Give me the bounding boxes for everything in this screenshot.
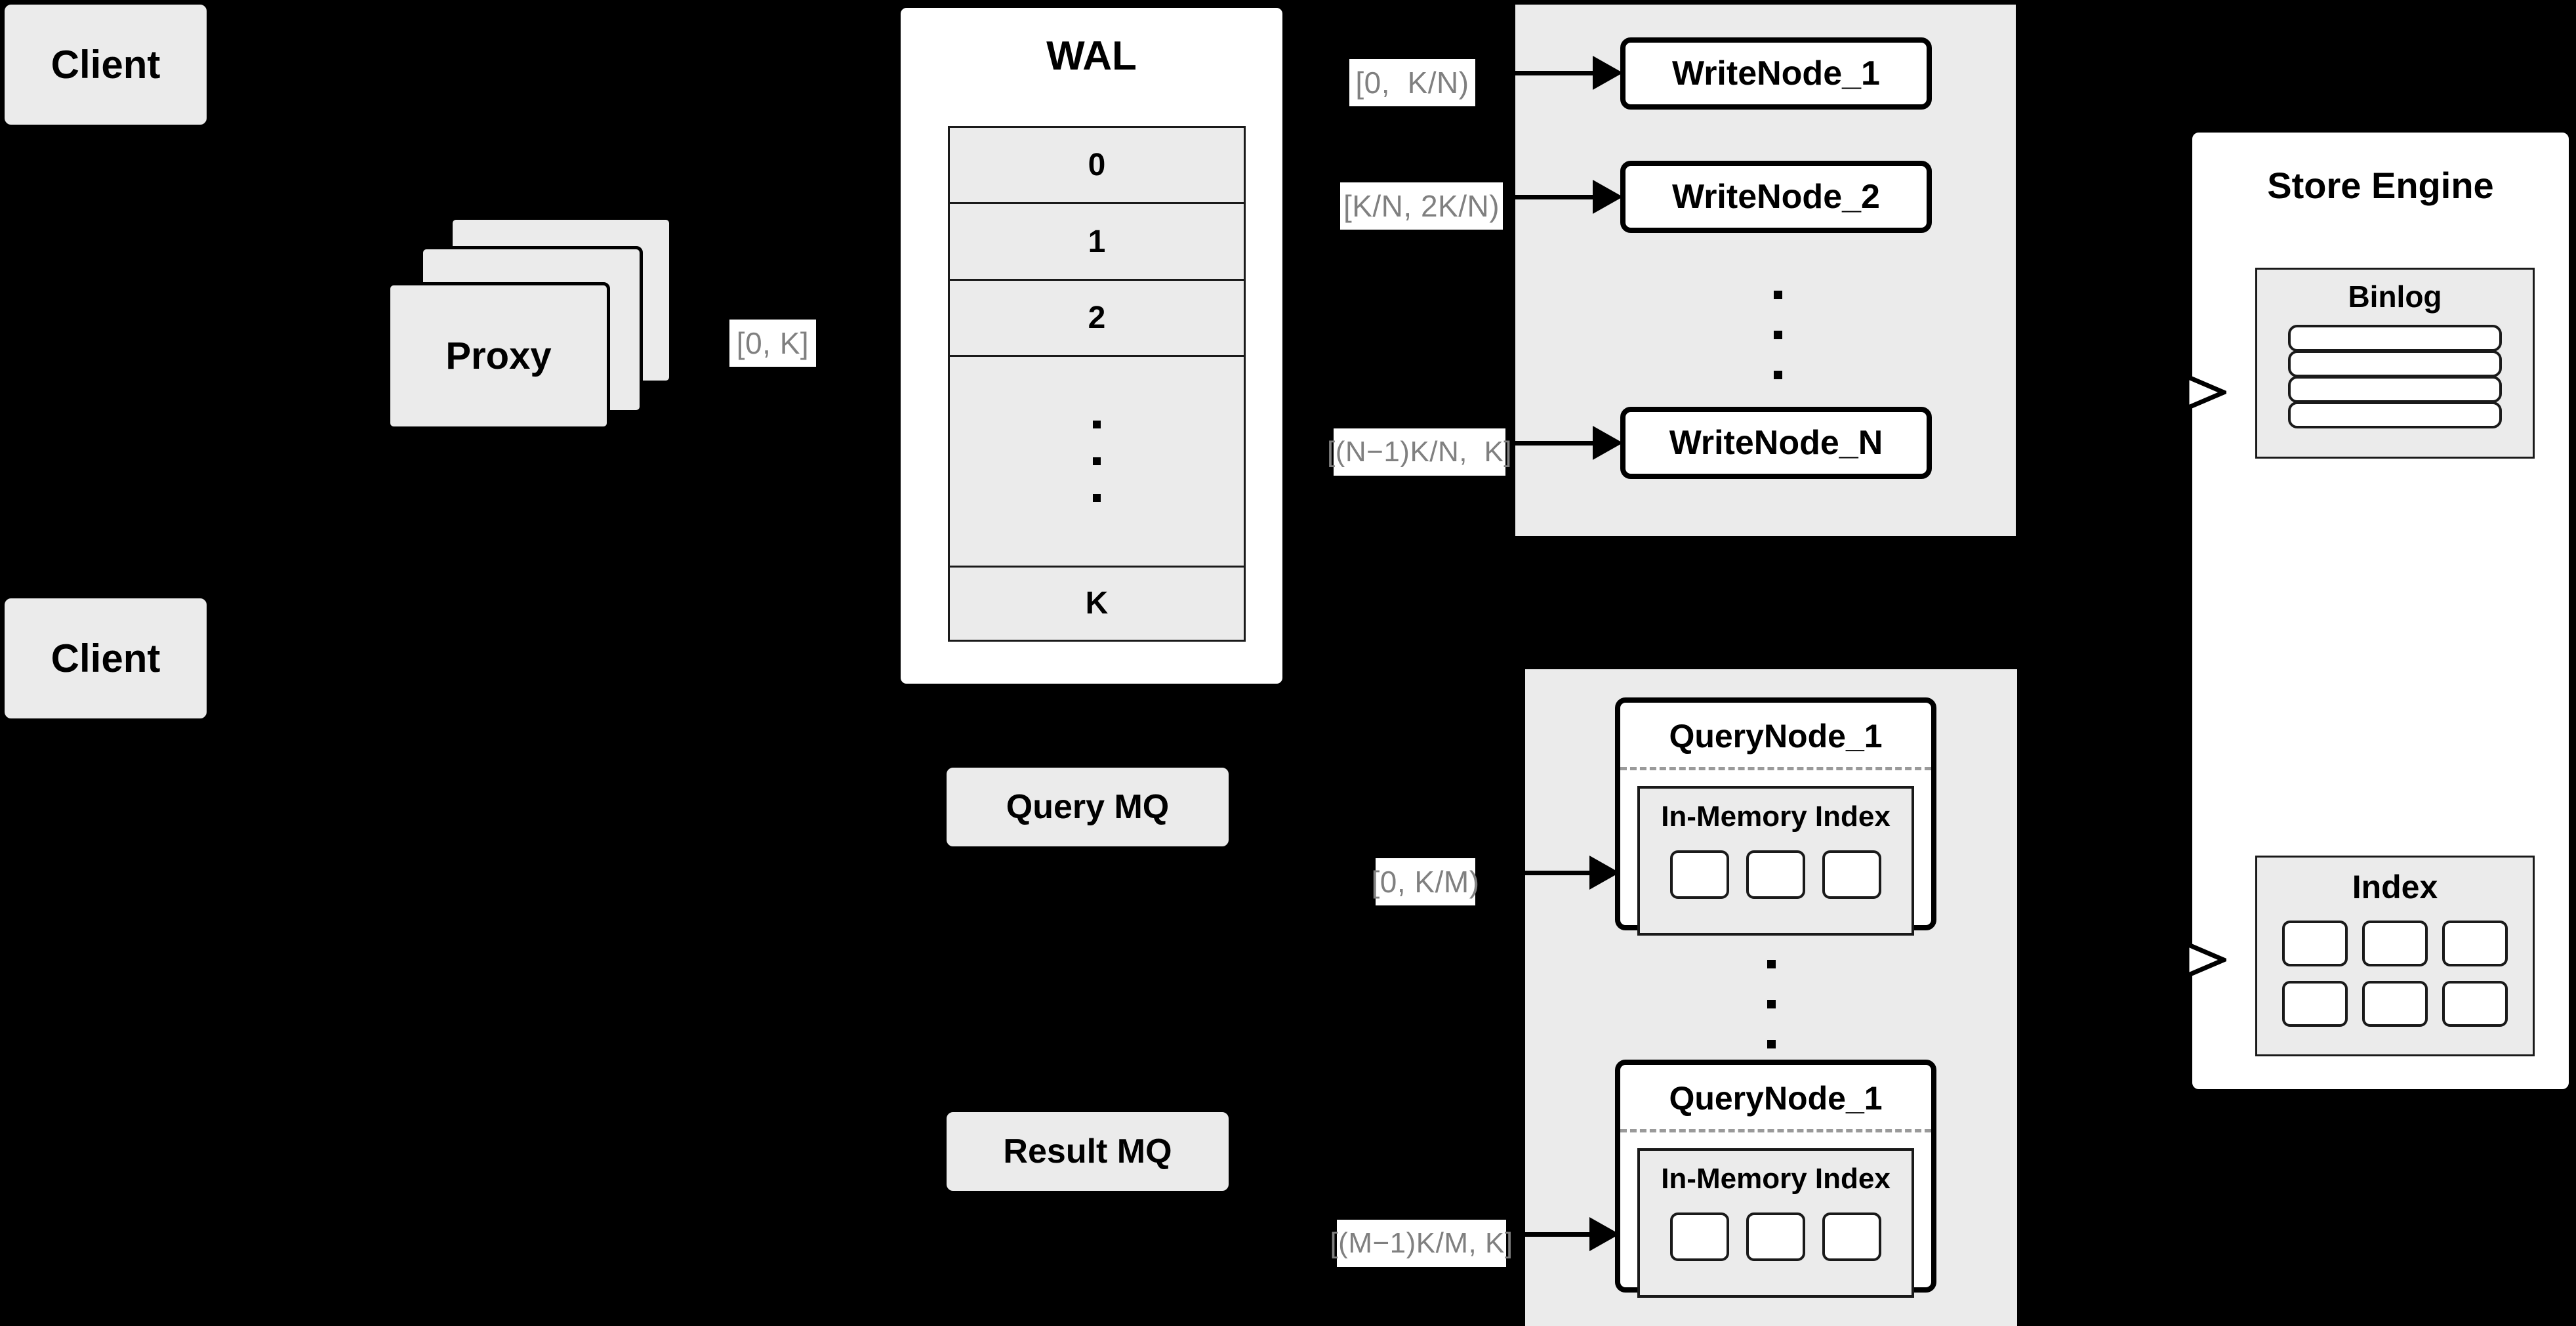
- arrow-head-mq-to-query-1: [1589, 856, 1620, 890]
- binlog-slot: [2288, 402, 2502, 428]
- index-slot: [2282, 921, 2348, 966]
- index-slot: [1746, 850, 1805, 899]
- query-mq-box[interactable]: Query MQ: [947, 768, 1229, 846]
- edge-label-wal-to-write-n: [(N−1)K/N, K]: [1327, 428, 1512, 476]
- client-box-1[interactable]: Client: [5, 5, 207, 125]
- edge-label-text: [0, K]: [736, 326, 809, 360]
- result-mq-box[interactable]: Result MQ: [947, 1112, 1229, 1191]
- index-slot: [1746, 1212, 1805, 1261]
- query-node-m-title: QueryNode_1: [1669, 1080, 1883, 1117]
- edge-label-text: [(N−1)K/N, K]: [1326, 436, 1513, 468]
- store-engine-panel: Store Engine Binlog Index: [2190, 130, 2571, 1092]
- arrow-head-wal-to-write-1: [1593, 56, 1623, 90]
- arrow-line-wal-to-write-2: [1515, 195, 1594, 199]
- write-node-1[interactable]: WriteNode_1: [1620, 37, 1932, 110]
- edge-label-text: [0, K/N): [1355, 66, 1469, 100]
- wal-row-0: 0: [950, 128, 1244, 205]
- query-node-1[interactable]: QueryNode_1 In-Memory Index: [1615, 697, 1936, 936]
- write-node-n[interactable]: WriteNode_N: [1620, 407, 1932, 479]
- query-node-1-divider: [1620, 767, 1931, 770]
- wal-row-1: 1: [950, 204, 1244, 281]
- client-label-1: Client: [51, 43, 161, 87]
- wal-title: WAL: [1046, 33, 1137, 79]
- wal-row-label: 2: [1088, 300, 1106, 335]
- arrow-line-wal-to-write-1: [1515, 71, 1594, 75]
- wal-vertical-ellipsis-icon: [1093, 406, 1101, 516]
- arrow-line-wal-to-write-n: [1515, 441, 1594, 445]
- index-slot: [1822, 850, 1881, 899]
- client-label-2: Client: [51, 636, 161, 680]
- edge-label-proxy-to-wal: [0, K]: [729, 320, 816, 367]
- index-slot: [2282, 981, 2348, 1027]
- index-slot: [1670, 850, 1729, 899]
- query-node-1-inmemory-index: In-Memory Index: [1637, 786, 1914, 936]
- binlog-slot: [2288, 325, 2502, 352]
- edge-label-text: [K/N, 2K/N): [1343, 189, 1500, 223]
- query-node-1-inner-title: In-Memory Index: [1661, 800, 1891, 833]
- write-node-2[interactable]: WriteNode_2: [1620, 161, 1932, 233]
- index-slot: [2362, 921, 2428, 966]
- wal-panel: WAL 0 1 2 K: [897, 5, 1286, 687]
- write-node-1-label: WriteNode_1: [1672, 54, 1880, 93]
- index-slot: [2362, 981, 2428, 1027]
- binlog-slot: [2288, 350, 2502, 377]
- result-mq-label: Result MQ: [1003, 1132, 1172, 1171]
- query-node-m-inner-title: In-Memory Index: [1661, 1163, 1891, 1195]
- query-node-m-inmemory-index: In-Memory Index: [1637, 1148, 1914, 1298]
- write-node-n-label: WriteNode_N: [1669, 424, 1883, 462]
- query-mq-label: Query MQ: [1006, 788, 1170, 826]
- arrow-head-open-to-index: [2184, 940, 2226, 980]
- index-title: Index: [2352, 869, 2438, 905]
- index-slot: [2442, 921, 2508, 966]
- arrow-line-mq-to-query-m: [1525, 1232, 1591, 1237]
- edge-label-wal-to-write-2: [K/N, 2K/N): [1340, 182, 1503, 230]
- arrow-head-open-to-binlog: [2184, 373, 2226, 412]
- index-box: Index: [2255, 856, 2535, 1056]
- edge-label-wal-to-write-1: [0, K/N): [1349, 59, 1475, 106]
- query-node-m[interactable]: QueryNode_1 In-Memory Index: [1615, 1060, 1936, 1298]
- arrow-line-to-binlog: [2150, 390, 2196, 394]
- arrow-line-to-index: [2150, 957, 2196, 961]
- binlog-slot: [2288, 376, 2502, 403]
- wal-row-label: 0: [1088, 148, 1106, 183]
- edge-label-mq-to-query-m: [(M−1)K/M, K]: [1330, 1220, 1513, 1267]
- query-node-m-divider: [1620, 1129, 1931, 1132]
- write-node-2-label: WriteNode_2: [1672, 178, 1880, 216]
- edge-label-text: [0, K/M): [1371, 865, 1480, 899]
- binlog-title: Binlog: [2348, 280, 2442, 314]
- edge-label-mq-to-query-1: [0, K/M): [1371, 858, 1479, 905]
- arrow-head-mq-to-query-m: [1589, 1217, 1620, 1251]
- client-box-2[interactable]: Client: [5, 598, 207, 718]
- proxy-box[interactable]: Proxy: [387, 282, 610, 430]
- wal-row-2: 2: [950, 281, 1244, 358]
- index-slot: [1670, 1212, 1729, 1261]
- index-slot: [1822, 1212, 1881, 1261]
- wal-row-ellipsis: [950, 357, 1244, 568]
- edge-label-text: [(M−1)K/M, K]: [1330, 1227, 1513, 1259]
- store-engine-title: Store Engine: [2267, 165, 2494, 206]
- query-node-1-title: QueryNode_1: [1669, 718, 1883, 755]
- arrow-head-wal-to-write-2: [1593, 180, 1623, 214]
- wal-row-label: K: [1085, 586, 1109, 621]
- write-cluster-vertical-ellipsis-icon: [1758, 269, 1797, 400]
- wal-row-label: 1: [1088, 224, 1106, 259]
- wal-table: 0 1 2 K: [948, 126, 1246, 642]
- arrow-line-mq-to-query-1: [1525, 871, 1591, 875]
- arrow-head-wal-to-write-n: [1593, 426, 1623, 460]
- query-cluster-vertical-ellipsis-icon: [1751, 938, 1791, 1069]
- index-slot: [2442, 981, 2508, 1027]
- binlog-box: Binlog: [2255, 268, 2535, 459]
- wal-row-k: K: [950, 568, 1244, 640]
- proxy-label: Proxy: [445, 335, 552, 377]
